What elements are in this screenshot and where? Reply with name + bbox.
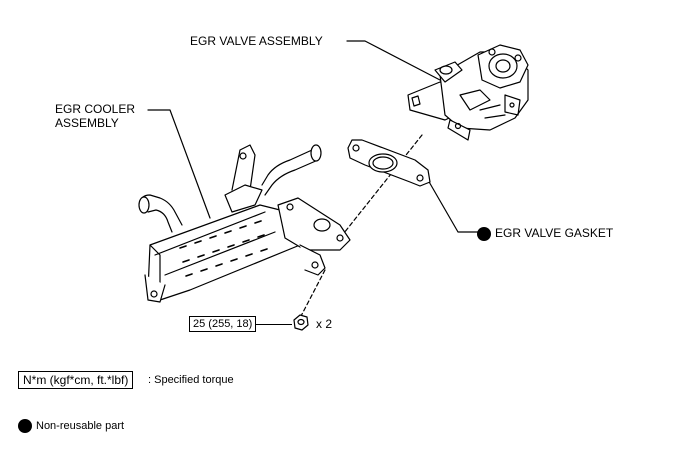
- egr-valve-assembly: [407, 44, 529, 141]
- leader-egr-valve: [346, 40, 441, 81]
- legend-torque-box: N*m (kgf*cm, ft.*lbf): [18, 371, 134, 389]
- legend-torque-desc: : Specified torque: [148, 374, 234, 386]
- nut-quantity: x 2: [316, 317, 333, 331]
- label-egr-valve-assembly: EGR VALVE ASSEMBLY: [190, 34, 323, 48]
- torque-spec-box: 25 (255, 18): [189, 316, 257, 332]
- leader-gasket: [427, 179, 479, 233]
- torque-leader-line: [255, 324, 292, 325]
- egr-cooler-assembly: [138, 144, 351, 303]
- nonreusable-marker-icon: [477, 227, 491, 241]
- legend-nonreusable-icon: [18, 419, 32, 433]
- label-egr-valve-gasket: EGR VALVE GASKET: [495, 226, 614, 240]
- nut: [293, 314, 309, 331]
- legend-nonreusable-desc: Non-reusable part: [36, 420, 125, 432]
- label-egr-cooler-line2: ASSEMBLY: [55, 116, 119, 130]
- leader-egr-cooler: [147, 109, 211, 219]
- egr-valve-gasket: [347, 139, 431, 187]
- label-egr-cooler-line1: EGR COOLER: [55, 102, 136, 116]
